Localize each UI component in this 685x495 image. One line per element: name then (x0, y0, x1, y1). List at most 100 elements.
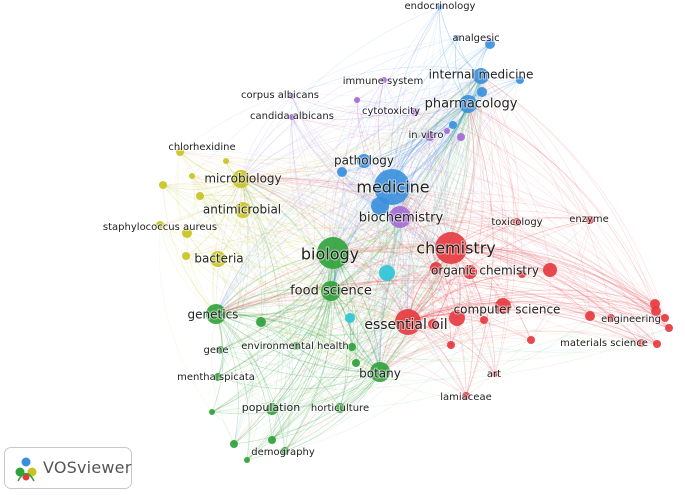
network-node-unlabeled[interactable] (543, 263, 557, 277)
network-node-botany[interactable] (370, 362, 390, 382)
node-label-analgesic[interactable]: analgesic (451, 32, 500, 45)
network-node-unlabeled[interactable] (449, 121, 457, 129)
network-node-unlabeled[interactable] (585, 311, 595, 321)
network-node-unlabeled[interactable] (444, 128, 450, 134)
network-node-unlabeled[interactable] (518, 270, 526, 278)
network-node-materials-science[interactable] (637, 339, 645, 347)
node-label-botany[interactable]: botany (358, 366, 402, 382)
network-node-computer-science[interactable] (449, 310, 465, 326)
node-label-endocrinology[interactable]: endocrinology (404, 0, 477, 13)
network-node-unlabeled[interactable] (495, 298, 511, 314)
network-node-unlabeled[interactable] (430, 262, 442, 274)
node-label-in-vitro[interactable]: in vitro (408, 129, 445, 142)
network-node-chlorhexidine[interactable] (176, 148, 184, 156)
network-node-population[interactable] (266, 403, 278, 415)
network-node-medicine[interactable] (374, 169, 410, 205)
node-label-immune-system[interactable]: immune system (342, 75, 424, 88)
network-node-unlabeled[interactable] (653, 340, 661, 348)
network-node-unlabeled[interactable] (665, 324, 673, 332)
node-label-biology[interactable]: biology (300, 244, 360, 265)
network-node-toxicology[interactable] (513, 218, 521, 226)
network-node-unlabeled[interactable] (352, 359, 360, 367)
network-node-internal-medicine[interactable] (473, 68, 489, 84)
network-node-unlabeled[interactable] (428, 319, 438, 329)
network-node-antimicrobial[interactable] (235, 202, 251, 218)
network-node-unlabeled[interactable] (661, 314, 669, 322)
network-node-unlabeled[interactable] (447, 341, 455, 349)
node-label-genetics[interactable]: genetics (187, 307, 240, 323)
network-node-unlabeled[interactable] (337, 167, 347, 177)
network-node-engineering[interactable] (651, 306, 661, 316)
node-label-environmental-health[interactable]: environmental health (240, 340, 349, 353)
network-node-staphylococcus-aureus[interactable] (156, 221, 164, 229)
network-node-unlabeled[interactable] (209, 409, 215, 415)
network-node-corpus-albicans[interactable] (289, 93, 295, 99)
network-node-cytotoxicity[interactable] (411, 108, 419, 116)
node-label-materials-science[interactable]: materials science (559, 337, 649, 350)
network-node-unlabeled[interactable] (223, 158, 229, 164)
network-node-unlabeled[interactable] (230, 440, 238, 448)
network-node-unlabeled[interactable] (196, 192, 204, 200)
network-node-food-science[interactable] (321, 281, 341, 301)
node-label-toxicology[interactable]: toxicology (490, 216, 543, 229)
network-node-gene[interactable] (216, 346, 224, 354)
node-label-food-science[interactable]: food science (289, 283, 373, 300)
node-label-mentha-spicata[interactable]: mentha spicata (176, 371, 256, 384)
network-node-essential-oil[interactable] (395, 309, 421, 335)
network-node-analgesic[interactable] (485, 39, 495, 49)
network-node-unlabeled[interactable] (454, 35, 460, 41)
node-label-biochemistry[interactable]: biochemistry (358, 210, 445, 227)
network-node-unlabeled[interactable] (189, 173, 195, 179)
network-node-unlabeled[interactable] (607, 314, 615, 322)
node-label-candida-albicans[interactable]: candida albicans (249, 110, 335, 123)
network-node-environmental-health[interactable] (292, 342, 300, 350)
network-node-unlabeled[interactable] (480, 316, 488, 324)
network-node-in-vitro[interactable] (425, 131, 435, 141)
node-label-bacteria[interactable]: bacteria (193, 251, 244, 267)
node-label-microbiology[interactable]: microbiology (203, 171, 282, 187)
node-label-antimicrobial[interactable]: antimicrobial (202, 202, 282, 218)
network-node-enzyme[interactable] (586, 216, 594, 224)
network-node-unlabeled[interactable] (256, 317, 266, 327)
node-label-pharmacology[interactable]: pharmacology (424, 96, 519, 113)
network-node-bacteria[interactable] (210, 251, 226, 267)
node-label-staphylococcus-aureus[interactable]: staphylococcus aureus (102, 221, 218, 234)
node-label-essential-oil[interactable]: essential oil (363, 316, 448, 334)
network-node-candida-albicans[interactable] (289, 114, 295, 120)
network-node-unlabeled[interactable] (354, 97, 360, 103)
network-node-biochemistry[interactable] (389, 206, 411, 228)
node-label-lamiaceae[interactable]: lamiaceae (439, 391, 492, 404)
node-label-internal-medicine[interactable]: internal medicine (428, 67, 535, 83)
node-label-cytotoxicity[interactable]: cytotoxicity (361, 105, 421, 118)
network-node-endocrinology[interactable] (437, 4, 443, 10)
node-label-medicine[interactable]: medicine (355, 177, 430, 198)
network-node-unlabeled[interactable] (348, 343, 356, 351)
network-node-chemistry[interactable] (435, 232, 467, 264)
network-node-organic-chemistry[interactable] (463, 265, 477, 279)
network-node-immune-system[interactable] (381, 77, 387, 83)
network-node-unlabeled[interactable] (457, 133, 465, 141)
network-node-horticulture[interactable] (335, 403, 345, 413)
network-node-microbiology[interactable] (232, 170, 250, 188)
node-label-art[interactable]: art (486, 368, 502, 381)
network-node-unlabeled[interactable] (516, 76, 524, 84)
network-node-demography[interactable] (281, 447, 289, 455)
node-label-chemistry[interactable]: chemistry (415, 238, 496, 259)
network-node-pharmacology[interactable] (459, 95, 477, 113)
network-node-lamiaceae[interactable] (462, 392, 470, 400)
network-node-unlabeled[interactable] (268, 436, 276, 444)
node-label-organic-chemistry[interactable]: organic chemistry (430, 263, 540, 279)
network-node-pathology[interactable] (357, 154, 371, 168)
network-node-biology[interactable] (317, 237, 349, 269)
network-node-unlabeled[interactable] (182, 228, 192, 238)
node-label-chlorhexidine[interactable]: chlorhexidine (167, 141, 236, 154)
network-node-unlabeled[interactable] (477, 87, 487, 97)
network-node-unlabeled[interactable] (379, 265, 395, 281)
network-node-mentha-spicata[interactable] (214, 373, 222, 381)
node-label-horticulture[interactable]: horticulture (310, 402, 370, 415)
network-node-unlabeled[interactable] (527, 336, 535, 344)
node-label-engineering[interactable]: engineering (600, 313, 662, 326)
node-label-enzyme[interactable]: enzyme (568, 213, 610, 226)
